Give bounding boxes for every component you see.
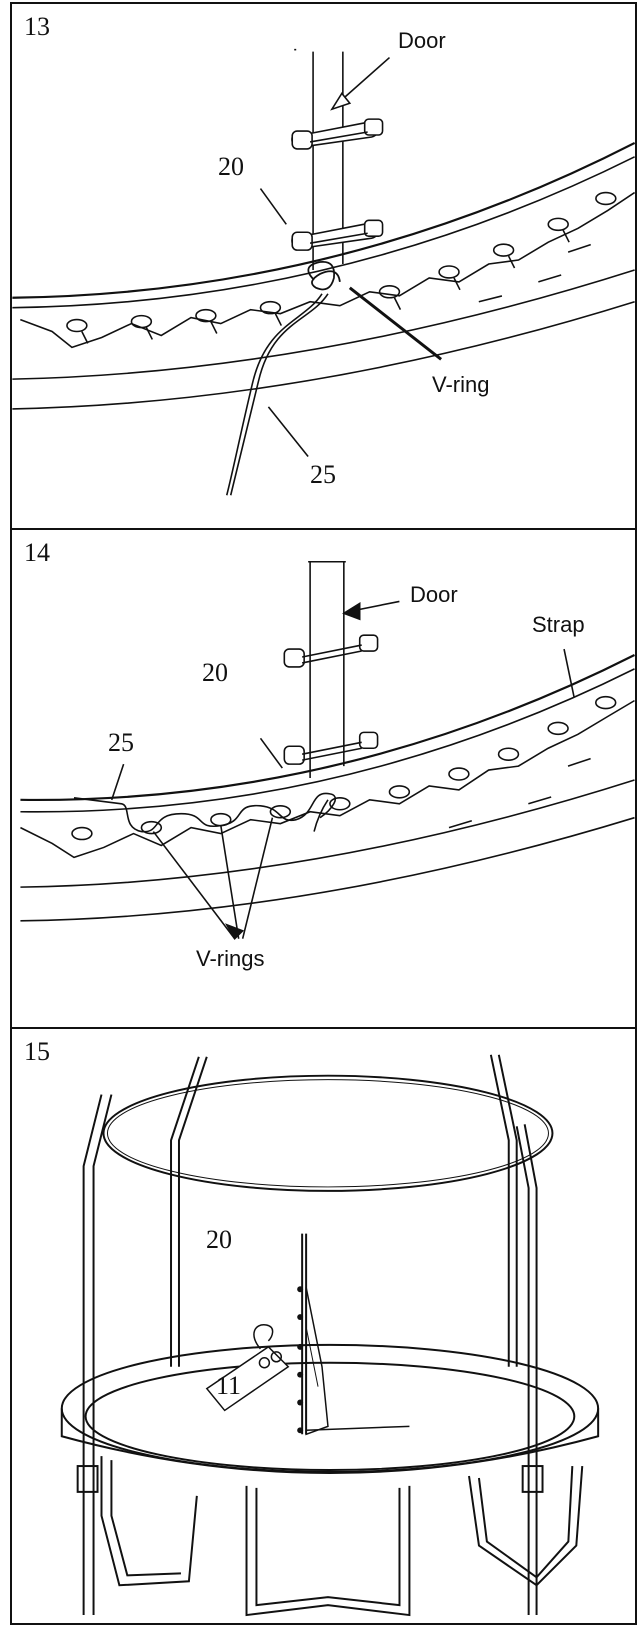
v-rings-label: V-rings (196, 946, 265, 971)
ground-line-1 (12, 269, 635, 380)
frame-rim-top (12, 141, 635, 299)
vrings-leader-3 (241, 817, 274, 939)
rope-25 (229, 293, 329, 496)
door-clip-lower (291, 219, 384, 251)
v-ring-label: V-ring (432, 372, 490, 397)
part-20-label: 20 (206, 1225, 232, 1254)
vrings-leader-1 (152, 831, 236, 940)
step-number: 13 (24, 12, 50, 41)
leg-right (468, 1465, 584, 1587)
door-clip-lower (283, 731, 379, 765)
frame-rim-bottom (12, 156, 635, 309)
part-20-label: 20 (218, 152, 244, 181)
step-number: 14 (24, 538, 50, 567)
frame-rim-top (20, 654, 635, 801)
part-20-label: 20 (202, 658, 228, 687)
leg-center (245, 1485, 411, 1617)
part25-leader (267, 406, 309, 458)
part-11-tag (205, 1324, 290, 1412)
door-label: Door (398, 28, 446, 53)
part-25-label: 25 (108, 728, 134, 757)
part-11-label: 11 (216, 1371, 242, 1400)
step-number: 15 (24, 1037, 50, 1066)
ground-line-2 (12, 300, 635, 410)
door-leader (337, 56, 391, 104)
door-clip-upper (291, 118, 384, 150)
rope-25 (73, 792, 336, 833)
step-14-illustration (20, 560, 635, 941)
strap-label: Strap (532, 612, 585, 637)
pole-right-front (515, 1126, 530, 1616)
step-15-illustration (60, 1054, 600, 1617)
step-15-panel: 15 20 11 (10, 1027, 637, 1625)
step-13-panel: 13 Door 20 V-ring 25 (10, 2, 637, 530)
clamp-left (76, 1465, 99, 1493)
door-clip-upper (283, 634, 379, 668)
rope-knot (307, 260, 341, 291)
step-14-panel: 14 Door Strap 20 25 V-rings (10, 528, 637, 1029)
part20-leader (259, 188, 287, 225)
step-13-illustration (12, 48, 635, 496)
vrings-leader-2 (220, 825, 240, 939)
part20-leader (259, 737, 283, 769)
trampoline-top-rim (60, 1343, 600, 1474)
vring-leader (348, 286, 443, 361)
trampoline-frame-pad (60, 1408, 600, 1475)
net-door-flap (305, 1287, 329, 1436)
clamp-right (521, 1465, 544, 1493)
spring-row (66, 191, 617, 344)
spring-row (71, 695, 617, 841)
strap-leader (563, 648, 575, 697)
pole-right-back (489, 1054, 510, 1367)
enclosure-top-ring (102, 1074, 554, 1192)
part-25-label: 25 (310, 460, 336, 489)
pole-left-back (177, 1056, 208, 1367)
door-label: Door (410, 582, 458, 607)
part25-leader (110, 763, 125, 801)
leg-left (100, 1456, 198, 1587)
